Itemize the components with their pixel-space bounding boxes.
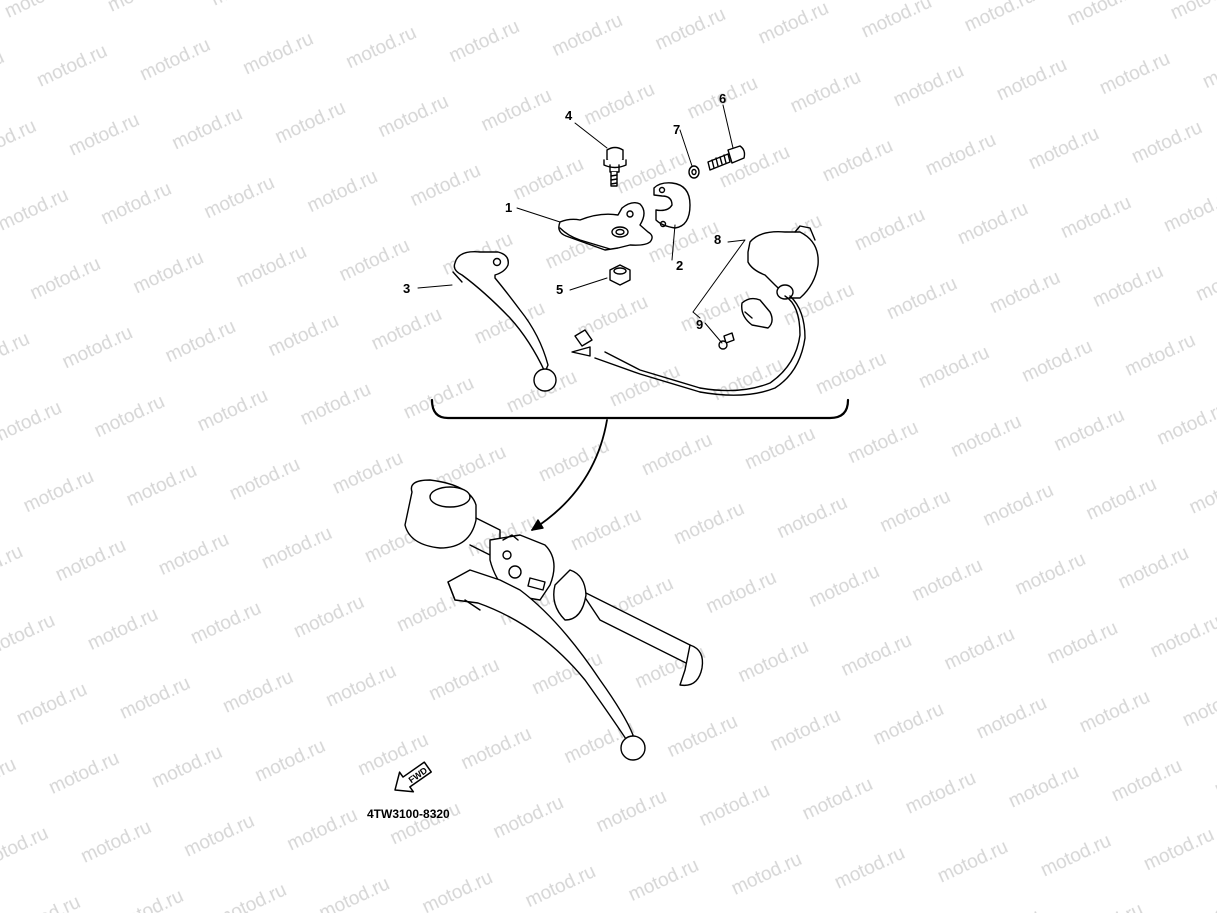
- leader-lines: [417, 104, 746, 344]
- callout-3: 3: [403, 281, 410, 296]
- callout-7: 7: [673, 122, 680, 137]
- part-2-clamp[interactable]: [653, 182, 691, 229]
- installation-arrow: [531, 419, 608, 531]
- group-bracket: [430, 398, 850, 420]
- callout-5: 5: [556, 282, 563, 297]
- callout-9: 9: [696, 317, 703, 332]
- callout-2: 2: [676, 258, 683, 273]
- assembled-view[interactable]: [404, 479, 704, 761]
- part-5-nut[interactable]: [609, 264, 631, 286]
- callout-1: 1: [505, 200, 512, 215]
- fwd-arrow-icon: FWD: [394, 761, 432, 793]
- callout-8: 8: [714, 232, 721, 247]
- callout-4: 4: [565, 108, 573, 123]
- part-3-lever[interactable]: [452, 251, 557, 392]
- part-7-washer[interactable]: [688, 165, 700, 179]
- part-8-switch[interactable]: [699, 225, 819, 396]
- part-code-label: 4TW3100-8320: [367, 807, 450, 821]
- part-9-screw[interactable]: [718, 332, 735, 350]
- wire-connectors: [571, 329, 701, 393]
- part-4-bolt[interactable]: [603, 146, 627, 187]
- callout-6: 6: [719, 91, 726, 106]
- part-6-bolt[interactable]: [707, 145, 746, 171]
- part-1-lever-holder[interactable]: [558, 201, 653, 251]
